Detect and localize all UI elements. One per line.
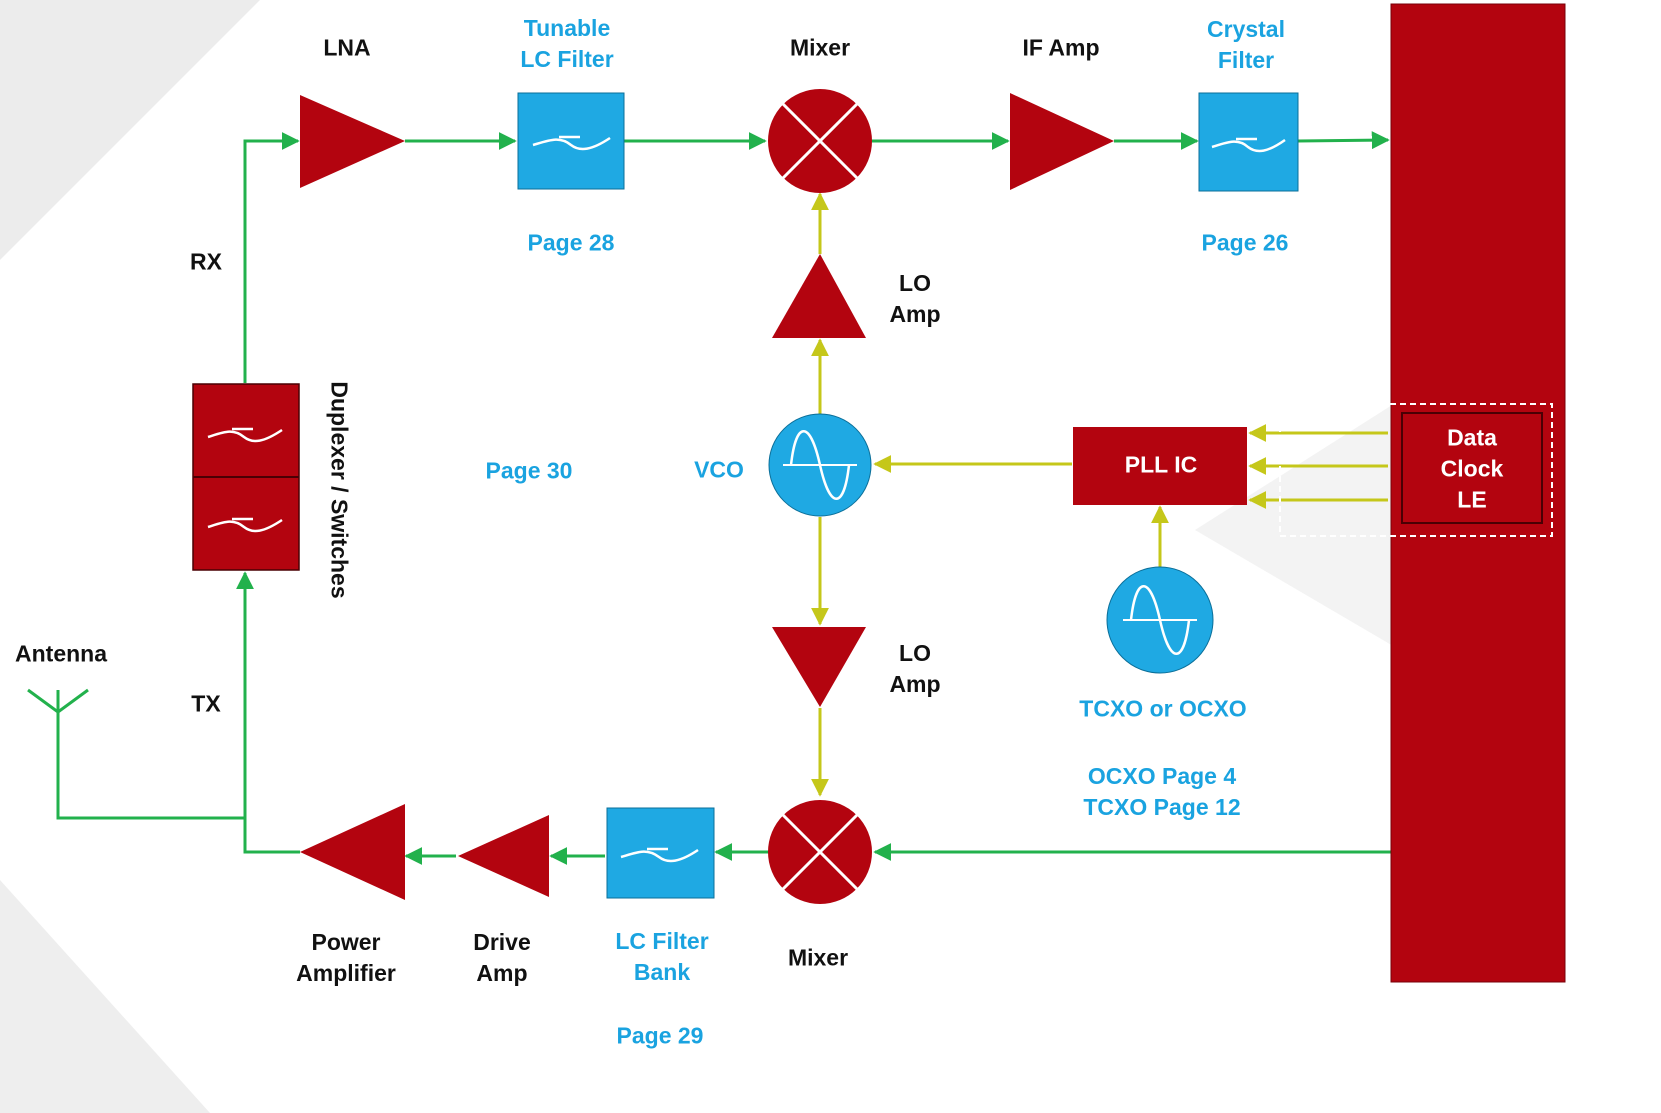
reference-page-refs: OCXO Page 4 TCXO Page 12	[1083, 763, 1241, 820]
crystal-filter-label: Crystal Filter	[1207, 16, 1285, 73]
lo-amp-lower-label: LO Amp	[889, 640, 941, 697]
duplexer-switch-block	[192, 383, 300, 571]
rx-mixer	[768, 89, 872, 193]
control-interface-label: Data Clock LE	[1440, 424, 1504, 513]
crystal-filter-page-ref: Page 26	[1201, 229, 1289, 256]
vco-label: VCO	[694, 456, 744, 483]
reference-oscillator-label: TCXO or OCXO	[1079, 695, 1247, 722]
if-amp-label: IF Amp	[1022, 34, 1100, 61]
lo-amplifier-upper	[772, 254, 866, 338]
lo-signal-wires	[811, 192, 1388, 797]
tx-mixer	[768, 800, 872, 904]
filter-bank-page-ref: Page 29	[616, 1022, 704, 1049]
power-amp-label: Power Amplifier	[296, 929, 396, 986]
lna-amplifier	[300, 95, 405, 188]
tunable-lc-filter-block	[517, 92, 625, 190]
rx-label: RX	[190, 248, 222, 275]
pll-ic-block	[1073, 427, 1247, 505]
rf-signal-wires	[27, 131, 1393, 865]
tx-mixer-label: Mixer	[787, 944, 849, 971]
control-interface-outline	[1279, 403, 1553, 537]
lo-amp-upper-label: LO Amp	[889, 270, 941, 327]
if-amplifier	[1010, 93, 1114, 190]
duplexer-label: Duplexer / Switches	[326, 381, 353, 599]
vco-oscillator	[768, 413, 872, 517]
crystal-filter-block	[1198, 92, 1299, 192]
antenna-label: Antenna	[15, 640, 107, 667]
lo-amplifier-lower	[772, 627, 866, 707]
tx-label: TX	[191, 690, 221, 717]
tcxo-ocxo-reference	[1106, 566, 1214, 674]
lna-label: LNA	[323, 34, 371, 61]
filter-bank-label: LC Filter Bank	[615, 928, 709, 985]
vco-page-ref: Page 30	[485, 457, 573, 484]
power-amplifier	[300, 804, 405, 900]
drive-amplifier	[458, 815, 549, 897]
control-interface-box	[1401, 412, 1543, 524]
background-photo-collage	[0, 0, 1400, 1113]
drive-amp-label: Drive Amp	[473, 929, 531, 986]
lc-filter-bank-block	[606, 807, 715, 899]
rx-mixer-label: Mixer	[789, 34, 851, 61]
pll-ic-label: PLL IC	[1124, 451, 1198, 478]
tunable-filter-page-ref: Page 28	[527, 229, 615, 256]
tunable-filter-label: Tunable LC Filter	[520, 15, 614, 72]
